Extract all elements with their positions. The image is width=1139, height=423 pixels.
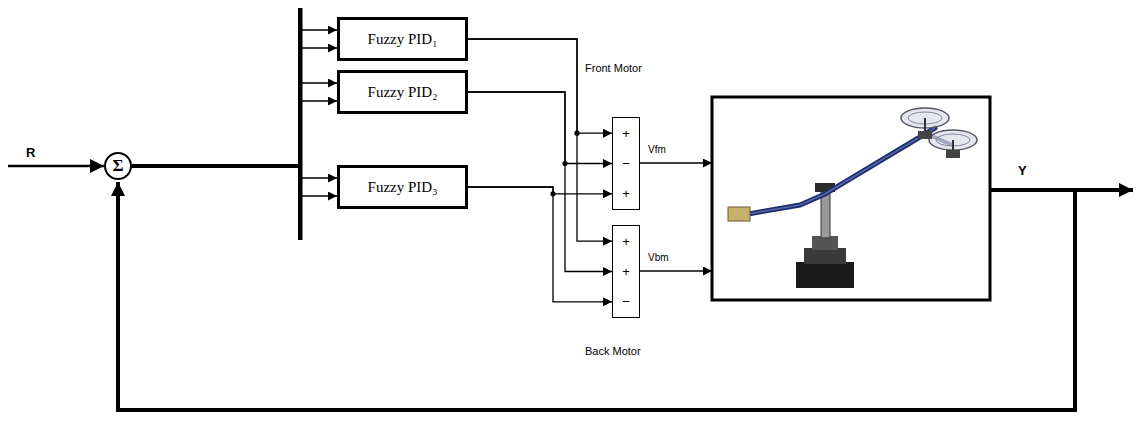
signal-connector (132, 83, 337, 166)
signal-name: Vfm (648, 144, 666, 155)
motor-label: Back Motor (585, 345, 641, 357)
output-arrow (990, 188, 1133, 192)
input-arrow (302, 195, 337, 196)
sign-symbol: − (622, 294, 630, 309)
voltage-arrow (640, 162, 712, 163)
signal-name: R (26, 145, 35, 160)
fuzzy-pid-box: Fuzzy PID₁ (337, 17, 468, 61)
sign-symbol: + (622, 234, 630, 249)
summer-block: + + − (612, 225, 640, 318)
input-arrow (302, 47, 337, 48)
signal-connector (132, 30, 337, 166)
block-label: Fuzzy PID₃ (368, 179, 438, 196)
signal-connector (468, 92, 612, 271)
reference-arrow (8, 165, 104, 168)
input-arrow (302, 100, 337, 101)
signal-name: Vbm (648, 252, 669, 263)
junction-dot (550, 191, 555, 196)
fuzzy-pid-box: Fuzzy PID₂ (337, 70, 468, 114)
sigma-symbol: Σ (112, 156, 123, 176)
signal-connector (468, 187, 612, 194)
sign-symbol: + (622, 186, 630, 201)
signal-connector (132, 166, 337, 178)
sign-symbol: − (622, 156, 630, 171)
block-label: Fuzzy PID₂ (368, 84, 438, 101)
voltage-arrow (640, 270, 712, 271)
signal-connector (468, 187, 612, 302)
sign-symbol: + (622, 264, 630, 279)
motor-label: Front Motor (585, 62, 642, 74)
signal-name: Y (1018, 163, 1027, 178)
summing-junction: Σ (104, 152, 132, 180)
signal-connector (468, 39, 612, 133)
sign-symbol: + (622, 126, 630, 141)
signal-connector (468, 92, 612, 163)
helicopter-illustration (728, 108, 977, 288)
fuzzy-pid-box: Fuzzy PID₃ (337, 165, 468, 209)
block-label: Fuzzy PID₁ (368, 31, 438, 48)
summer-block: + − + (612, 117, 640, 210)
plant-box (712, 97, 990, 300)
feedback-line (118, 182, 1075, 410)
junction-dot (562, 161, 567, 166)
junction-dot (574, 131, 579, 136)
